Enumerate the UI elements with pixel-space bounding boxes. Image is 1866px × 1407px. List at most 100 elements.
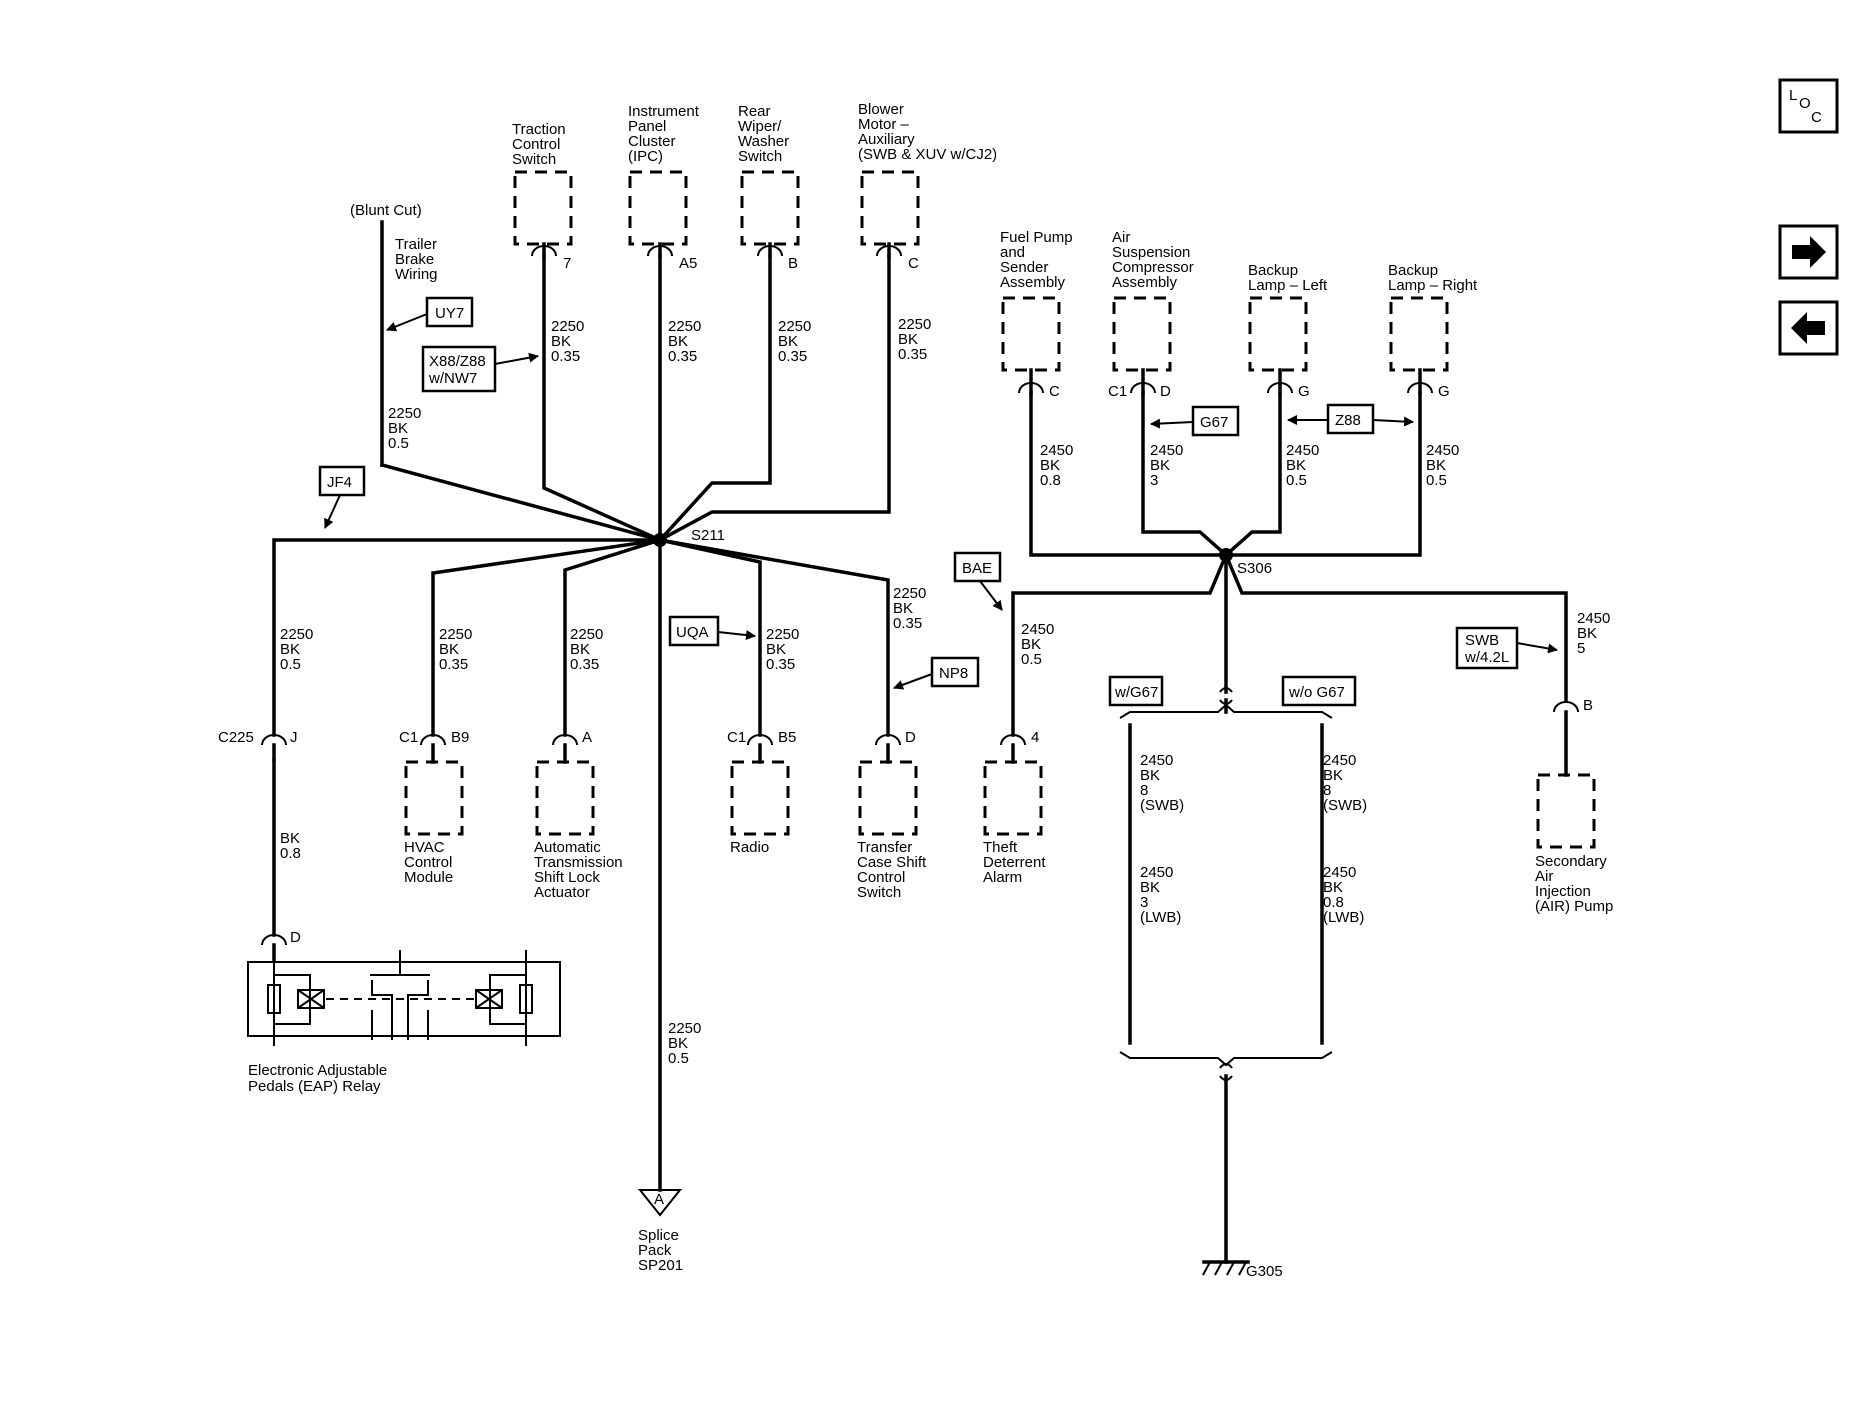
svg-text:2450: 2450 bbox=[1577, 610, 1610, 627]
svg-text:(AIR) Pump: (AIR) Pump bbox=[1535, 898, 1613, 915]
svg-text:Deterrent: Deterrent bbox=[983, 854, 1046, 871]
splice-s306 bbox=[1219, 548, 1233, 562]
svg-text:BK: BK bbox=[778, 333, 798, 350]
svg-text:Electronic Adjustable: Electronic Adjustable bbox=[248, 1062, 387, 1079]
next-page-button[interactable] bbox=[1778, 224, 1839, 280]
rear-wiper-washer-switch: Rear Wiper/ Washer Switch B bbox=[738, 103, 800, 272]
svg-text:0.8: 0.8 bbox=[280, 845, 301, 862]
splice-s211-label: S211 bbox=[691, 527, 725, 544]
svg-text:(SWB & XUV w/CJ2): (SWB & XUV w/CJ2) bbox=[858, 146, 997, 163]
svg-text:(LWB): (LWB) bbox=[1323, 909, 1364, 926]
svg-text:G: G bbox=[1438, 383, 1450, 400]
svg-text:C: C bbox=[1049, 383, 1060, 400]
wire-label-eap: 2250 BK 0.5 bbox=[280, 626, 313, 673]
svg-text:Transmission: Transmission bbox=[534, 854, 623, 871]
svg-text:Injection: Injection bbox=[1535, 883, 1591, 900]
svg-text:Lamp – Left: Lamp – Left bbox=[1248, 277, 1328, 294]
wire-label-wo-g67: 2450 BK 8 (SWB) 2450 BK 0.8 (LWB) bbox=[1323, 752, 1367, 926]
svg-text:J: J bbox=[290, 729, 298, 746]
svg-text:3: 3 bbox=[1140, 894, 1148, 911]
svg-text:BK: BK bbox=[1140, 879, 1160, 896]
option-swb-4-2l: SWB w/4.2L bbox=[1455, 626, 1558, 670]
wire-label-backup-left: 2450 BK 0.5 bbox=[1286, 442, 1319, 489]
instrument-panel-cluster: Instrument Panel Cluster (IPC) A5 bbox=[628, 103, 700, 272]
svg-text:0.8: 0.8 bbox=[1040, 472, 1061, 489]
svg-text:(SWB): (SWB) bbox=[1140, 797, 1184, 814]
svg-text:BK: BK bbox=[1426, 457, 1446, 474]
backup-lamp-right: Backup Lamp – Right G bbox=[1388, 262, 1478, 400]
air-suspension-compressor-assembly: Air Suspension Compressor Assembly C1 D bbox=[1108, 229, 1194, 400]
svg-text:BK: BK bbox=[280, 830, 300, 847]
wire-label-traction: 2250 BK 0.35 bbox=[551, 318, 584, 365]
svg-text:2450: 2450 bbox=[1286, 442, 1319, 459]
svg-text:Control: Control bbox=[512, 136, 560, 153]
wire-label-rear-wiper: 2250 BK 0.35 bbox=[778, 318, 811, 365]
option-bae: BAE bbox=[953, 551, 1003, 611]
svg-text:Actuator: Actuator bbox=[534, 884, 590, 901]
svg-text:BK: BK bbox=[1021, 636, 1041, 653]
wire-label-w-g67: 2450 BK 8 (SWB) 2450 BK 3 (LWB) bbox=[1140, 752, 1184, 926]
svg-text:UY7: UY7 bbox=[435, 305, 464, 322]
wire-label-air-pump: 2450 BK 5 bbox=[1577, 610, 1610, 657]
svg-text:0.35: 0.35 bbox=[766, 656, 795, 673]
trailer-brake-wiring: (Blunt Cut) Trailer Brake Wiring bbox=[350, 202, 438, 467]
svg-text:Backup: Backup bbox=[1248, 262, 1298, 279]
wire-label-backup-right: 2450 BK 0.5 bbox=[1426, 442, 1459, 489]
splice-s306-label: S306 bbox=[1237, 560, 1272, 577]
previous-page-button[interactable] bbox=[1778, 300, 1839, 356]
svg-text:A: A bbox=[654, 1191, 664, 1208]
svg-text:B5: B5 bbox=[778, 729, 796, 746]
svg-text:Pack: Pack bbox=[638, 1242, 672, 1259]
svg-text:Sender: Sender bbox=[1000, 259, 1048, 276]
splice-s211 bbox=[653, 533, 667, 547]
svg-text:Auxiliary: Auxiliary bbox=[858, 131, 915, 148]
svg-text:Radio: Radio bbox=[730, 839, 769, 856]
svg-text:2250: 2250 bbox=[893, 585, 926, 602]
ground-wiring: G305 bbox=[1119, 687, 1333, 1280]
svg-text:Assembly: Assembly bbox=[1000, 274, 1066, 291]
svg-text:3: 3 bbox=[1150, 472, 1158, 489]
secondary-air-injection-pump: B Secondary Air Injection (AIR) Pump bbox=[1535, 697, 1613, 915]
svg-text:C: C bbox=[1811, 109, 1822, 126]
wire-label-air-susp: 2450 BK 3 bbox=[1150, 442, 1183, 489]
svg-text:D: D bbox=[905, 729, 916, 746]
svg-text:0.5: 0.5 bbox=[1286, 472, 1307, 489]
svg-text:4: 4 bbox=[1031, 729, 1039, 746]
svg-text:X88/Z88: X88/Z88 bbox=[429, 353, 486, 370]
svg-text:2250: 2250 bbox=[551, 318, 584, 335]
svg-text:Traction: Traction bbox=[512, 121, 566, 138]
svg-text:2250: 2250 bbox=[766, 626, 799, 643]
svg-text:Suspension: Suspension bbox=[1112, 244, 1190, 261]
svg-text:0.35: 0.35 bbox=[570, 656, 599, 673]
option-np8: NP8 bbox=[893, 656, 980, 690]
svg-text:w/o G67: w/o G67 bbox=[1288, 684, 1345, 701]
svg-text:Backup: Backup bbox=[1388, 262, 1438, 279]
svg-text:D: D bbox=[1160, 383, 1171, 400]
svg-text:BK: BK bbox=[1577, 625, 1597, 642]
option-x88: X88/Z88 w/NW7 bbox=[421, 345, 539, 393]
svg-text:2450: 2450 bbox=[1323, 864, 1356, 881]
svg-text:2450: 2450 bbox=[1150, 442, 1183, 459]
wire-label-hvac: 2250 BK 0.35 bbox=[439, 626, 472, 673]
svg-text:2450: 2450 bbox=[1426, 442, 1459, 459]
svg-text:Washer: Washer bbox=[738, 133, 789, 150]
svg-text:2250: 2250 bbox=[388, 405, 421, 422]
svg-text:Switch: Switch bbox=[738, 148, 782, 165]
svg-text:Cluster: Cluster bbox=[628, 133, 676, 150]
svg-text:BAE: BAE bbox=[962, 560, 992, 577]
wire-label-transfer: 2250 BK 0.35 bbox=[893, 585, 926, 632]
svg-text:2250: 2250 bbox=[668, 1020, 701, 1037]
svg-text:C225: C225 bbox=[218, 729, 254, 746]
svg-text:O: O bbox=[1799, 95, 1811, 112]
svg-text:Instrument: Instrument bbox=[628, 103, 700, 120]
svg-text:BK: BK bbox=[898, 331, 918, 348]
svg-text:w/G67: w/G67 bbox=[1114, 684, 1158, 701]
svg-text:8: 8 bbox=[1140, 782, 1148, 799]
svg-text:Panel: Panel bbox=[628, 118, 666, 135]
svg-text:B: B bbox=[1583, 697, 1593, 714]
ground-g305-label: G305 bbox=[1246, 1263, 1283, 1280]
location-button[interactable]: L O C bbox=[1778, 78, 1839, 134]
fuel-pump-sender-assembly: Fuel Pump and Sender Assembly C bbox=[1000, 229, 1073, 400]
svg-text:Z88: Z88 bbox=[1335, 412, 1361, 429]
